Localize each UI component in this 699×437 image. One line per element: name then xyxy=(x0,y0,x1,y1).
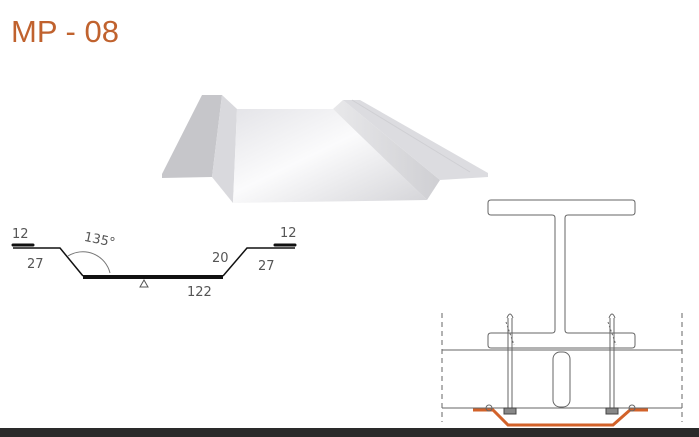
support-cylinder xyxy=(552,351,571,408)
left-flange-line xyxy=(13,247,84,277)
dim-left-lip: 12 xyxy=(12,227,29,242)
profile-section-drawing xyxy=(11,243,297,288)
panel-3d-render xyxy=(162,95,488,203)
right-flange-face xyxy=(343,100,488,180)
dim-pan-width: 122 xyxy=(187,285,212,300)
bottom-bar xyxy=(0,428,699,437)
dim-rib-height: 20 xyxy=(212,251,229,266)
product-title: MP - 08 xyxy=(11,14,119,49)
rib-edge-line xyxy=(351,99,471,173)
installation-detail xyxy=(441,199,683,427)
right-rib-face xyxy=(333,100,440,200)
angle-arc xyxy=(67,251,111,274)
installed-profile-line xyxy=(473,408,648,427)
center-marker-icon xyxy=(139,278,149,288)
dim-left-flange: 27 xyxy=(27,257,44,272)
right-screw xyxy=(605,313,619,415)
right-clip xyxy=(628,404,636,412)
dim-angle: 135° xyxy=(83,230,117,251)
left-rib-face xyxy=(212,95,237,203)
right-flange-line xyxy=(222,247,295,277)
dim-right-flange: 27 xyxy=(258,259,275,274)
left-flange-face xyxy=(162,95,222,178)
pan-face xyxy=(233,109,427,203)
left-screw xyxy=(503,313,517,415)
i-beam xyxy=(487,199,636,349)
dim-right-lip: 12 xyxy=(280,226,297,241)
left-clip xyxy=(485,404,493,412)
